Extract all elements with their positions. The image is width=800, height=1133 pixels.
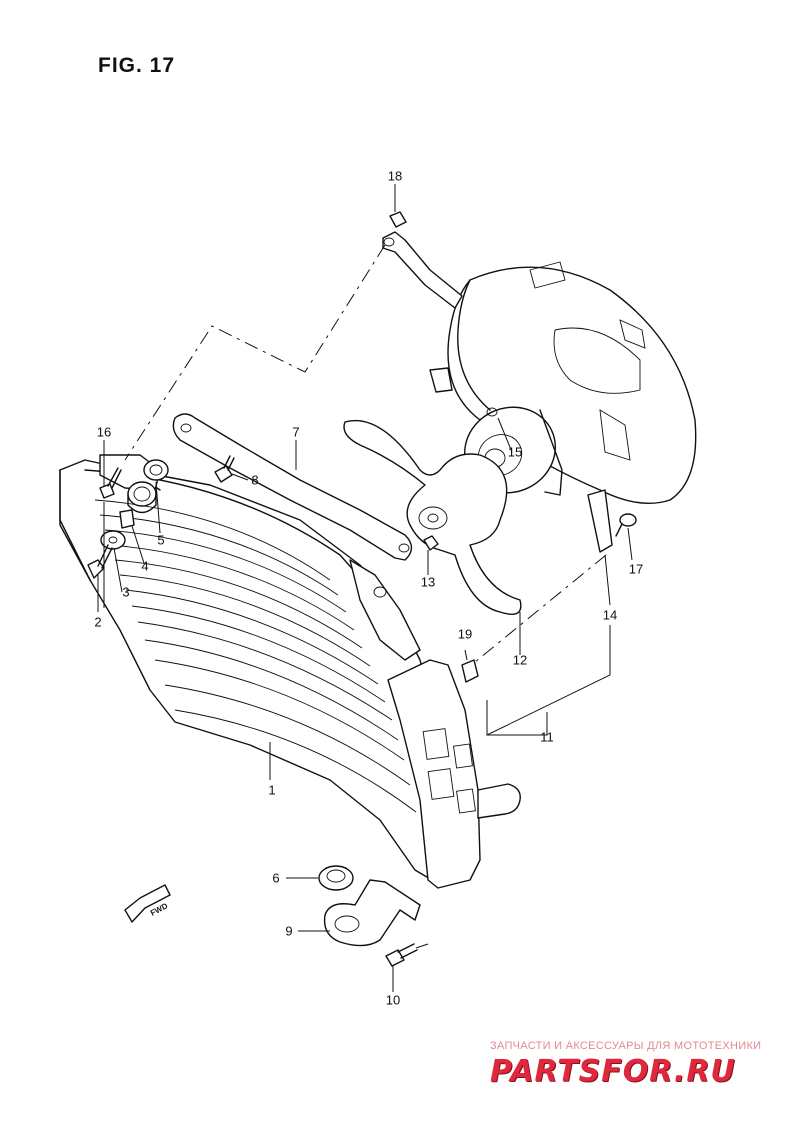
callout-11: 11: [540, 729, 554, 745]
upper-bracket: [172, 413, 413, 561]
callout-12: 12: [512, 652, 528, 668]
callout-7: 7: [292, 424, 300, 440]
grommet-part-5: [127, 481, 157, 514]
callout-15: 15: [507, 444, 523, 460]
callout-16: 16: [96, 424, 112, 440]
callout-3: 3: [122, 584, 130, 600]
nut-part-13: [423, 535, 439, 551]
bolt-part-16: [99, 467, 122, 499]
grommet-part-6: [318, 865, 354, 891]
fan-blade: [343, 419, 522, 615]
screw-part-17: [615, 513, 637, 537]
assembly-lines: [124, 244, 607, 949]
watermark-tagline: ЗАПЧАСТИ И АКСЕССУАРЫ ДЛЯ МОТОТЕХНИКИ: [490, 1040, 762, 1052]
callout-18: 18: [387, 168, 403, 184]
callout-2: 2: [94, 614, 102, 630]
rubber-cushion-part-5: [143, 459, 169, 481]
callout-14: 14: [602, 607, 618, 623]
callout-17: 17: [628, 561, 644, 577]
watermark-brand: PARTSFOR.RU: [490, 1054, 736, 1089]
fan-shroud: [382, 231, 697, 553]
forward-arrow-icon: [124, 884, 171, 923]
callout-8: 8: [251, 472, 259, 488]
callout-19: 19: [457, 626, 473, 642]
callout-1: 1: [268, 782, 276, 798]
bolt-part-10: [385, 943, 418, 967]
collar-part-4: [119, 509, 135, 529]
figure-title: FIG. 17: [98, 54, 176, 77]
leader-lines: [97, 184, 633, 992]
callout-13: 13: [420, 574, 436, 590]
bolt-part-8: [214, 455, 235, 483]
radiator-side-tank: [387, 659, 521, 889]
clip-part-19: [461, 659, 479, 683]
nut-part-18: [389, 211, 407, 228]
callout-5: 5: [157, 532, 165, 548]
washer-part-3: [100, 530, 126, 550]
radiator-core: [59, 459, 433, 881]
radiator-side-bracket: [349, 559, 421, 661]
callout-9: 9: [285, 923, 293, 939]
lower-bracket-part-9: [323, 879, 421, 947]
callout-6: 6: [272, 870, 280, 886]
callout-10: 10: [385, 992, 401, 1008]
callout-4: 4: [141, 558, 149, 574]
